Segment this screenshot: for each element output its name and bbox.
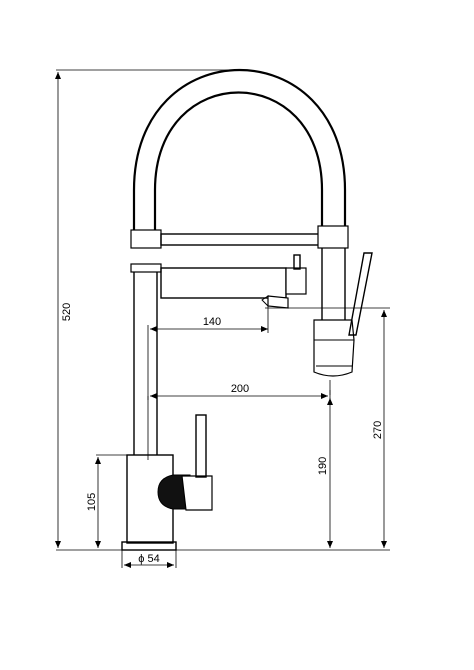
column-collar-upper (130, 229, 162, 249)
faucet-outline (121, 68, 373, 551)
dim-total-height: 520 (61, 303, 73, 321)
dim-base-diameter: ϕ 54 (138, 553, 159, 565)
dim-spray-height: 190 (317, 457, 329, 475)
spout-arm (160, 267, 287, 299)
dim-reach-handshower: 200 (231, 383, 249, 395)
dimensions: 520 105 140 200 190 270 ϕ 54 (55, 69, 390, 568)
spout-nozzle (267, 295, 289, 309)
handshower-head (313, 319, 355, 377)
arch-inner (153, 91, 324, 230)
spout-cap (293, 254, 301, 270)
dim-reach-spout: 140 (203, 316, 221, 328)
spout-head (285, 267, 307, 295)
dim-lever-height: 270 (372, 421, 384, 439)
dim-base-height: 105 (86, 493, 98, 511)
column-collar-lower (130, 263, 162, 273)
lever-handle (195, 414, 207, 478)
mixer-knob (157, 474, 191, 510)
spring-collar (317, 225, 349, 249)
arch-outer (132, 68, 347, 230)
lever-body (181, 475, 213, 511)
connecting-bar (160, 233, 320, 246)
